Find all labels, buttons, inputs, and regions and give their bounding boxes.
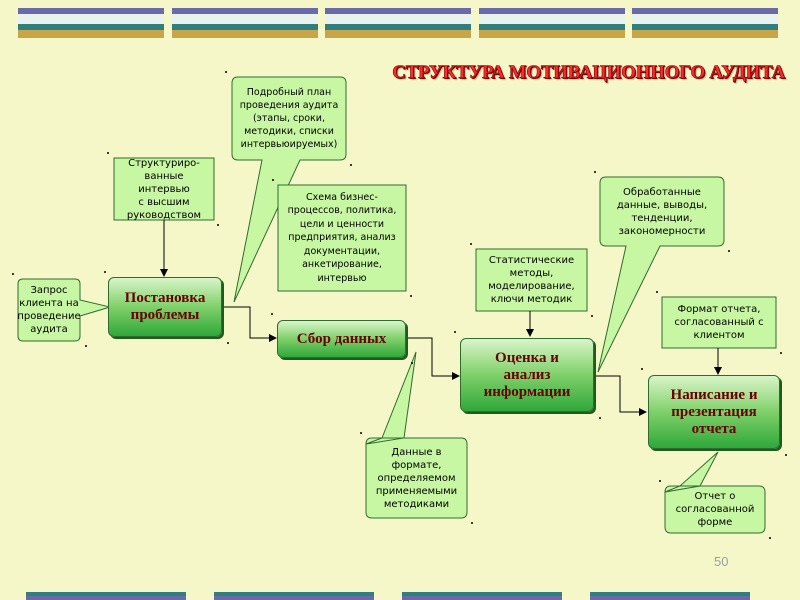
note-stat-methods: Статистические методы, моделирование, кл… — [488, 255, 575, 305]
decor-stripe — [18, 8, 164, 14]
note-structured-interviews-box — [113, 157, 215, 221]
decor-block — [632, 8, 778, 38]
process-data-collection: Сбор данных — [277, 320, 406, 358]
note-structured-interviews: Структуриро- ванные интервью с высшим ру… — [126, 157, 202, 221]
decor-stripe — [172, 30, 318, 38]
decor-block — [26, 592, 186, 600]
decor-stripe — [26, 592, 186, 596]
note-client-request: Запрос клиента на проведение аудита — [17, 285, 81, 335]
process-problem-statement: Постановка проблемы — [108, 277, 222, 337]
decor-stripe — [26, 596, 186, 600]
decor-stripe — [479, 14, 625, 24]
decor-stripe — [325, 14, 471, 24]
corner-dots — [12, 71, 787, 539]
note-report-format: Формат отчета, согласованный с клиентом — [674, 304, 764, 341]
decor-stripe — [325, 8, 471, 14]
arrow-collect-to-analysis — [406, 337, 460, 380]
decor-block — [402, 592, 562, 600]
decor-stripe — [172, 24, 318, 30]
note-audit-plan: Подробный план проведения аудита (этапы,… — [239, 86, 339, 150]
note-data-format: Данные в формате, определяемом применяем… — [375, 446, 458, 510]
decor-block — [479, 8, 625, 38]
decor-stripe — [479, 30, 625, 38]
note-business-schema: Схема бизнес- процессов, политика, цели … — [287, 191, 397, 284]
decor-block — [214, 592, 374, 600]
decor-stripe — [402, 596, 562, 600]
decor-stripe — [214, 596, 374, 600]
decor-stripe — [479, 8, 625, 14]
decor-block — [172, 8, 318, 38]
process-information-analysis: Оценка и анализ информации — [460, 338, 594, 412]
callout-data-format — [365, 351, 468, 519]
decor-stripe — [214, 592, 374, 596]
process-report-presentation: Написание и презентация отчета — [648, 375, 780, 449]
page-number: 50 — [714, 554, 729, 569]
decor-stripe — [172, 14, 318, 24]
decor-block — [590, 592, 750, 600]
decor-stripe — [590, 592, 750, 596]
callout-agreed-report — [664, 451, 766, 534]
decor-stripe — [18, 14, 164, 24]
callout-client-request — [17, 278, 112, 342]
note-business-schema-box — [277, 184, 407, 292]
decor-stripe — [590, 596, 750, 600]
diagram-title: СТРУКТУРА МОТИВАЦИОННОГО АУДИТА — [392, 62, 786, 84]
decor-stripe — [172, 8, 318, 14]
decor-stripe — [479, 24, 625, 30]
decor-stripe — [632, 24, 778, 30]
callout-audit-plan — [231, 76, 347, 303]
arrow-analysis-to-report — [594, 375, 647, 416]
decor-stripe — [402, 592, 562, 596]
arrow-problem-to-collect — [222, 306, 277, 342]
decor-stripe — [632, 14, 778, 24]
decor-stripe — [632, 8, 778, 14]
decor-stripe — [325, 24, 471, 30]
decor-block — [325, 8, 471, 38]
callout-processed-data — [597, 176, 725, 373]
decor-stripe — [632, 30, 778, 38]
decor-stripe — [18, 24, 164, 30]
note-processed-data: Обработанные данные, выводы, тенденции, … — [616, 186, 708, 237]
decor-stripe — [18, 30, 164, 38]
note-agreed-report: Отчет о согласованной форме — [675, 491, 755, 528]
note-report-format-box — [661, 296, 777, 349]
note-stat-methods-box — [475, 248, 588, 312]
decor-block — [18, 8, 164, 38]
decor-stripe — [325, 30, 471, 38]
